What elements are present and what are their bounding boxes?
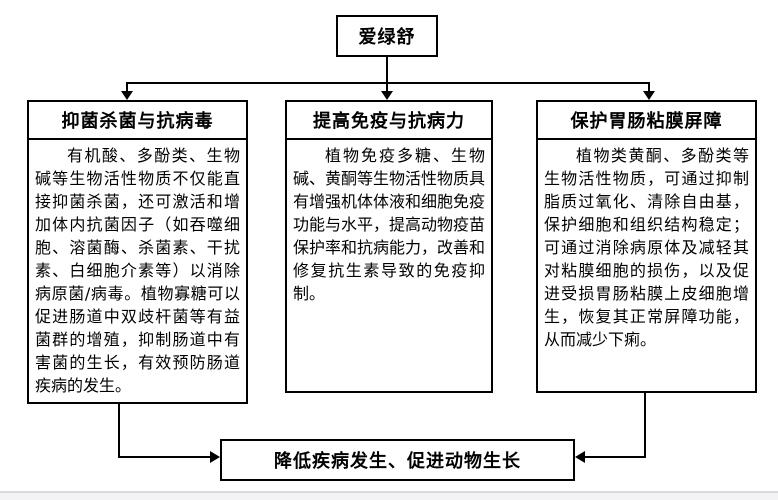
- arrowhead-left-icon: [575, 451, 585, 463]
- connector-right-horizontal: [585, 456, 646, 458]
- outcome-node-label: 降低疾病发生、促进动物生长: [274, 451, 521, 472]
- connector-drop-left: [126, 82, 128, 91]
- branch-antibacterial-title: 抑菌杀菌与抗病毒: [61, 111, 214, 132]
- connector-left-horizontal: [118, 456, 210, 458]
- root-node-ailvshu: 爱绿舒: [336, 15, 438, 57]
- connector-branch-bar: [126, 82, 650, 84]
- arrowhead-right-icon: [210, 451, 220, 463]
- outcome-node: 降低疾病发生、促进动物生长: [220, 439, 575, 481]
- arrowhead-down-right-icon: [643, 91, 655, 100]
- connector-right-vertical: [644, 393, 646, 458]
- connector-root-stem: [386, 57, 388, 83]
- page-edge-bar: [0, 491, 778, 500]
- connector-drop-center: [386, 82, 388, 91]
- connector-left-vertical: [118, 404, 120, 458]
- branch-antibacterial-body: 有机酸、多酚类、生物碱等生物活性物质不仅能直接抑菌杀菌，还可激活和增加体内抗菌因…: [35, 146, 240, 395]
- branch-immunity: 提高免疫与抗病力 植物免疫多糖、生物碱、黄酮等生物活性物质具有增强机体体液和细胞…: [285, 100, 493, 393]
- branch-antibacterial-antiviral: 抑菌杀菌与抗病毒 有机酸、多酚类、生物碱等生物活性物质不仅能直接抑菌杀菌，还可激…: [27, 100, 248, 404]
- branch-gut-mucosa: 保护胃肠粘膜屏障 植物类黄酮、多酚类等生物活性物质，可通过抑制脂质过氧化、清除自…: [536, 100, 757, 393]
- branch-immunity-title: 提高免疫与抗病力: [313, 111, 465, 132]
- branch-antibacterial-header: 抑菌杀菌与抗病毒: [29, 102, 246, 140]
- branch-gut-mucosa-title: 保护胃肠粘膜屏障: [570, 111, 723, 132]
- arrowhead-down-center-icon: [381, 91, 393, 100]
- branch-gut-mucosa-body: 植物类黄酮、多酚类等生物活性物质，可通过抑制脂质过氧化、清除自由基，保护细胞和组…: [544, 146, 749, 349]
- root-node-label: 爱绿舒: [358, 27, 416, 48]
- branch-immunity-header: 提高免疫与抗病力: [287, 102, 491, 140]
- branch-gut-mucosa-header: 保护胃肠粘膜屏障: [538, 102, 755, 140]
- branch-immunity-body: 植物免疫多糖、生物碱、黄酮等生物活性物质具有增强机体体液和细胞免疫功能与水平，提…: [293, 146, 486, 303]
- arrowhead-down-left-icon: [121, 91, 133, 100]
- connector-drop-right: [648, 82, 650, 91]
